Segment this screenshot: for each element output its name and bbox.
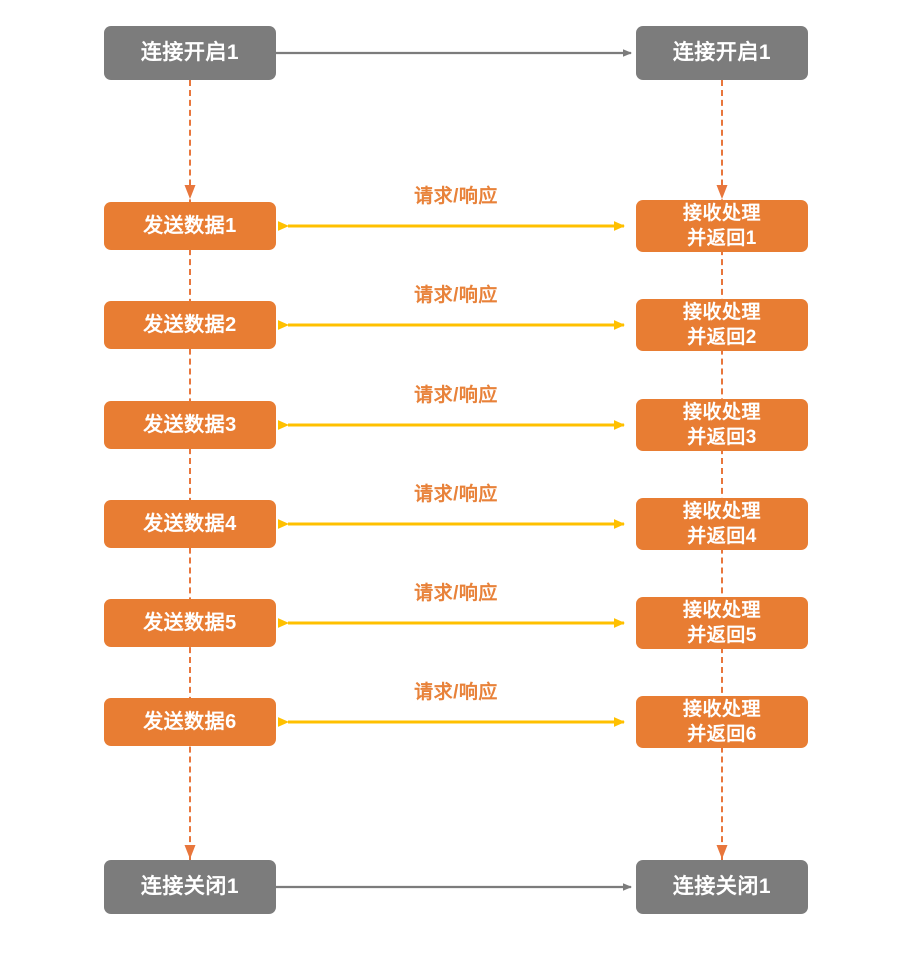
node-receive-4-line2: 并返回4 xyxy=(687,526,757,547)
node-send-1[interactable]: 发送数据1 xyxy=(104,202,276,250)
node-send-3[interactable]: 发送数据3 xyxy=(104,401,276,449)
node-open-left[interactable]: 连接开启1 xyxy=(104,26,276,80)
node-receive-3-line2: 并返回3 xyxy=(687,427,757,448)
node-receive-1-line2: 并返回1 xyxy=(687,228,757,249)
node-send-5-label: 发送数据5 xyxy=(143,611,237,634)
node-receive-4[interactable]: 接收处理 并返回4 xyxy=(636,498,808,550)
node-receive-6[interactable]: 接收处理 并返回6 xyxy=(636,696,808,748)
exchange-label-3: 请求/响应 xyxy=(414,385,498,406)
exchange-label-6: 请求/响应 xyxy=(414,682,498,703)
exchange-label-2: 请求/响应 xyxy=(414,285,498,306)
node-send-3-label: 发送数据3 xyxy=(143,413,237,436)
node-receive-1[interactable]: 接收处理 并返回1 xyxy=(636,200,808,252)
node-send-5[interactable]: 发送数据5 xyxy=(104,599,276,647)
exchange-label-1: 请求/响应 xyxy=(414,186,498,207)
node-open-right-label: 连接开启1 xyxy=(672,40,772,64)
node-receive-5[interactable]: 接收处理 并返回5 xyxy=(636,597,808,649)
node-send-1-label: 发送数据1 xyxy=(143,214,237,237)
node-receive-4-line1: 接收处理 xyxy=(682,500,761,522)
node-receive-2[interactable]: 接收处理 并返回2 xyxy=(636,299,808,351)
node-receive-5-line1: 接收处理 xyxy=(682,599,761,621)
node-receive-5-line2: 并返回5 xyxy=(687,625,757,646)
node-receive-1-line1: 接收处理 xyxy=(682,202,761,224)
exchange-label-4: 请求/响应 xyxy=(414,484,498,505)
node-send-2-label: 发送数据2 xyxy=(143,313,237,336)
node-send-6-label: 发送数据6 xyxy=(143,710,237,733)
node-receive-3[interactable]: 接收处理 并返回3 xyxy=(636,399,808,451)
node-receive-6-line2: 并返回6 xyxy=(687,724,757,745)
node-send-4[interactable]: 发送数据4 xyxy=(104,500,276,548)
node-close-left-label: 连接关闭1 xyxy=(140,874,240,898)
node-close-right[interactable]: 连接关闭1 xyxy=(636,860,808,914)
node-receive-3-line1: 接收处理 xyxy=(682,401,761,423)
node-close-right-label: 连接关闭1 xyxy=(672,874,772,898)
node-open-right[interactable]: 连接开启1 xyxy=(636,26,808,80)
node-open-left-label: 连接开启1 xyxy=(140,40,240,64)
node-send-2[interactable]: 发送数据2 xyxy=(104,301,276,349)
node-close-left[interactable]: 连接关闭1 xyxy=(104,860,276,914)
exchange-label-5: 请求/响应 xyxy=(414,583,498,604)
node-send-4-label: 发送数据4 xyxy=(143,512,237,535)
left-lifeline xyxy=(189,80,191,862)
node-receive-6-line1: 接收处理 xyxy=(682,698,761,720)
right-lifeline xyxy=(721,80,723,862)
node-receive-2-line2: 并返回2 xyxy=(687,327,757,348)
node-receive-2-line1: 接收处理 xyxy=(682,301,761,323)
node-send-6[interactable]: 发送数据6 xyxy=(104,698,276,746)
